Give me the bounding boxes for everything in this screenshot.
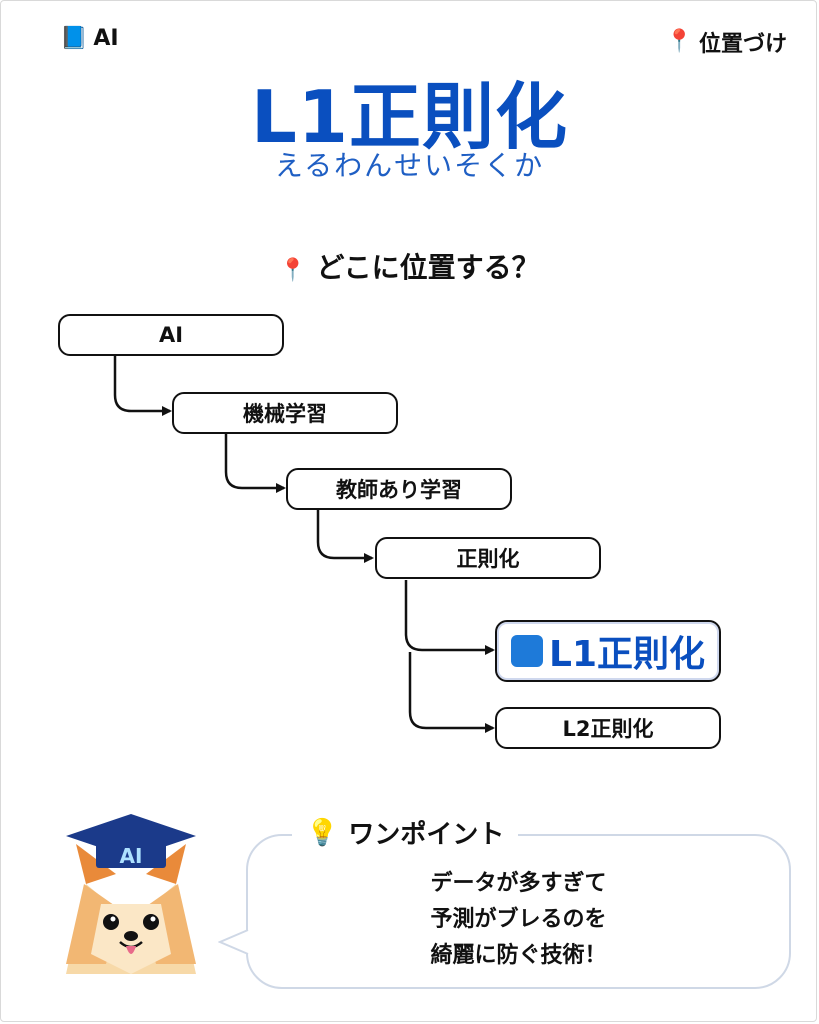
connector-ai-ml: [113, 356, 172, 416]
blue-square-icon: [511, 635, 543, 667]
connector-supervised-reg: [316, 510, 374, 563]
tree-node-label: 教師あり学習: [336, 478, 462, 502]
bubble-tail: [218, 929, 250, 955]
tip-line: 綺麗に防ぐ技術！: [430, 943, 607, 968]
topic-label: 位置づけ: [698, 32, 787, 57]
tip-heading-text: ワンポイント: [348, 820, 505, 850]
tree-node-l2-regularization: L2正則化: [495, 707, 721, 749]
tree-node-label: 機械学習: [243, 402, 327, 426]
book-icon: 📘: [60, 25, 88, 51]
tip-bubble: [246, 834, 791, 989]
category-label: AI: [93, 26, 119, 51]
page-title: L1正則化: [251, 75, 568, 159]
connector-reg-l2: [408, 652, 495, 733]
tree-node-label: 正則化: [456, 547, 520, 571]
tree-node-machine-learning: 機械学習: [172, 392, 398, 434]
mascot-cap-label: AI: [120, 844, 143, 868]
tip-line: データが多すぎて: [430, 871, 607, 896]
tree-node-label: AI: [158, 323, 184, 347]
tree-node-regularization: 正則化: [375, 537, 601, 579]
tip-line: 予測がブレるのを: [430, 907, 607, 932]
tip-heading: 💡 ワンポイント: [292, 814, 519, 851]
lightbulb-icon: 💡: [306, 817, 339, 848]
pin-icon: 📍: [665, 29, 693, 54]
tree-node-supervised-learning: 教師あり学習: [286, 468, 512, 510]
pin-icon: 📍: [279, 258, 307, 283]
title-reading: えるわんせいそくか: [274, 149, 545, 182]
connector-ml-supervised: [224, 434, 286, 493]
dog-graduate-icon: AI: [66, 814, 196, 974]
connector-reg-l1: [404, 580, 495, 655]
tip-body: データが多すぎて 予測がブレるのを 綺麗に防ぐ技術！: [246, 866, 791, 974]
section-heading-text: どこに位置する？: [316, 251, 540, 284]
topic-tag: 📍 位置づけ: [666, 26, 787, 58]
tree-node-l1-regularization: L1正則化: [495, 620, 721, 682]
category-tag: 📘 AI: [60, 26, 119, 51]
tree-node-label: L1正則化: [549, 634, 705, 675]
tree-node-ai: AI: [58, 314, 284, 356]
tree-node-label: L2正則化: [562, 717, 654, 741]
section-heading: 📍 どこに位置する？: [0, 246, 819, 286]
